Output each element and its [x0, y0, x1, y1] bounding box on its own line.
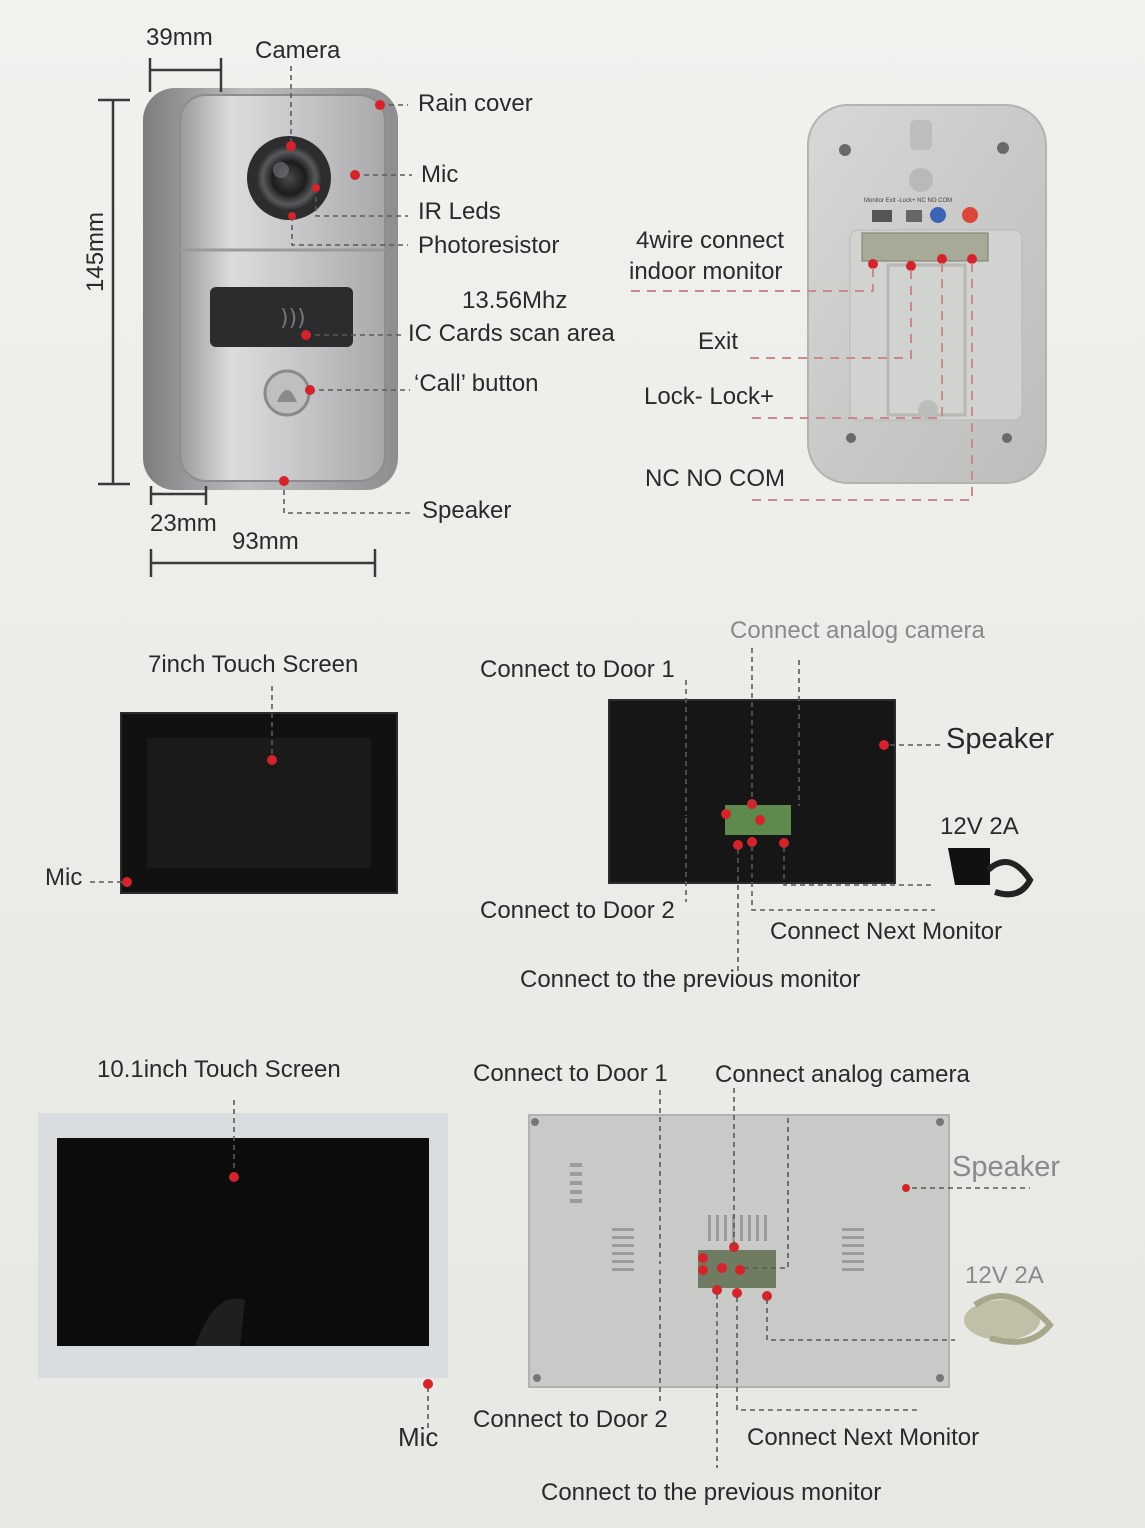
nfc-icon: ))): [280, 306, 306, 331]
backplate-unit: [808, 105, 1046, 483]
monitor10-front: [38, 1100, 448, 1430]
monitor10-door2-label: Connect to Door 2: [473, 1406, 668, 1434]
monitor10-next-label: Connect Next Monitor: [747, 1424, 979, 1452]
speaker-label: Speaker: [422, 497, 511, 525]
rain-cover-label: Rain cover: [418, 90, 533, 118]
dim-height-label: 145mm: [82, 212, 110, 292]
monitor7-speaker-label: Speaker: [946, 723, 1054, 756]
dim-width-label: 93mm: [232, 528, 299, 556]
monitor7-next-label: Connect Next Monitor: [770, 918, 1002, 946]
monitor10-speaker-label: Speaker: [952, 1151, 1060, 1184]
monitor7-previous-label: Connect to the previous monitor: [520, 966, 860, 994]
monitor7-mic-label: Mic: [45, 864, 82, 892]
monitor10-mic-label: Mic: [398, 1422, 438, 1453]
mic-label: Mic: [421, 161, 458, 189]
lock-label: Lock- Lock+: [644, 383, 774, 411]
camera-lens: [256, 145, 322, 211]
exit-label: Exit: [698, 328, 738, 356]
monitor10-power-label: 12V 2A: [965, 1262, 1044, 1290]
relay-icon: [962, 207, 978, 223]
lock-icon: [930, 207, 946, 223]
power-adapter-icon: [948, 848, 990, 885]
dim-top-label: 39mm: [146, 24, 213, 52]
ic-area-label: IC Cards scan area: [408, 320, 615, 348]
doorbell-unit: ))): [143, 88, 398, 490]
camera-label: Camera: [255, 37, 340, 65]
monitor10-door1-label: Connect to Door 1: [473, 1060, 668, 1088]
photoresistor-label: Photoresistor: [418, 232, 559, 260]
monitor10-analog-label: Connect analog camera: [715, 1061, 970, 1089]
monitor10-previous-label: Connect to the previous monitor: [541, 1479, 881, 1507]
monitor7-screen-label: 7inch Touch Screen: [148, 651, 358, 679]
dim-bottom-label: 23mm: [150, 510, 217, 538]
wire-label: 4wire connect: [636, 227, 784, 255]
monitor7-front: [90, 686, 397, 893]
nc-no-com-label: NC NO COM: [645, 465, 785, 493]
monitor7-analog-label: Connect analog camera: [730, 617, 985, 645]
monitor7-door2-label: Connect to Door 2: [480, 897, 675, 925]
indoor-monitor-label: indoor monitor: [629, 258, 782, 286]
terminal-printed-text: Monitor Exit -Lock+ NC NO COM: [864, 198, 952, 204]
ir-leds-label: IR Leds: [418, 198, 501, 226]
monitor7-power-label: 12V 2A: [940, 813, 1019, 841]
call-button-label: ‘Call’ button: [414, 370, 539, 398]
monitor10-screen-label: 10.1inch Touch Screen: [97, 1056, 341, 1084]
monitor7-door1-label: Connect to Door 1: [480, 656, 675, 684]
frequency-label: 13.56Mhz: [462, 287, 567, 315]
